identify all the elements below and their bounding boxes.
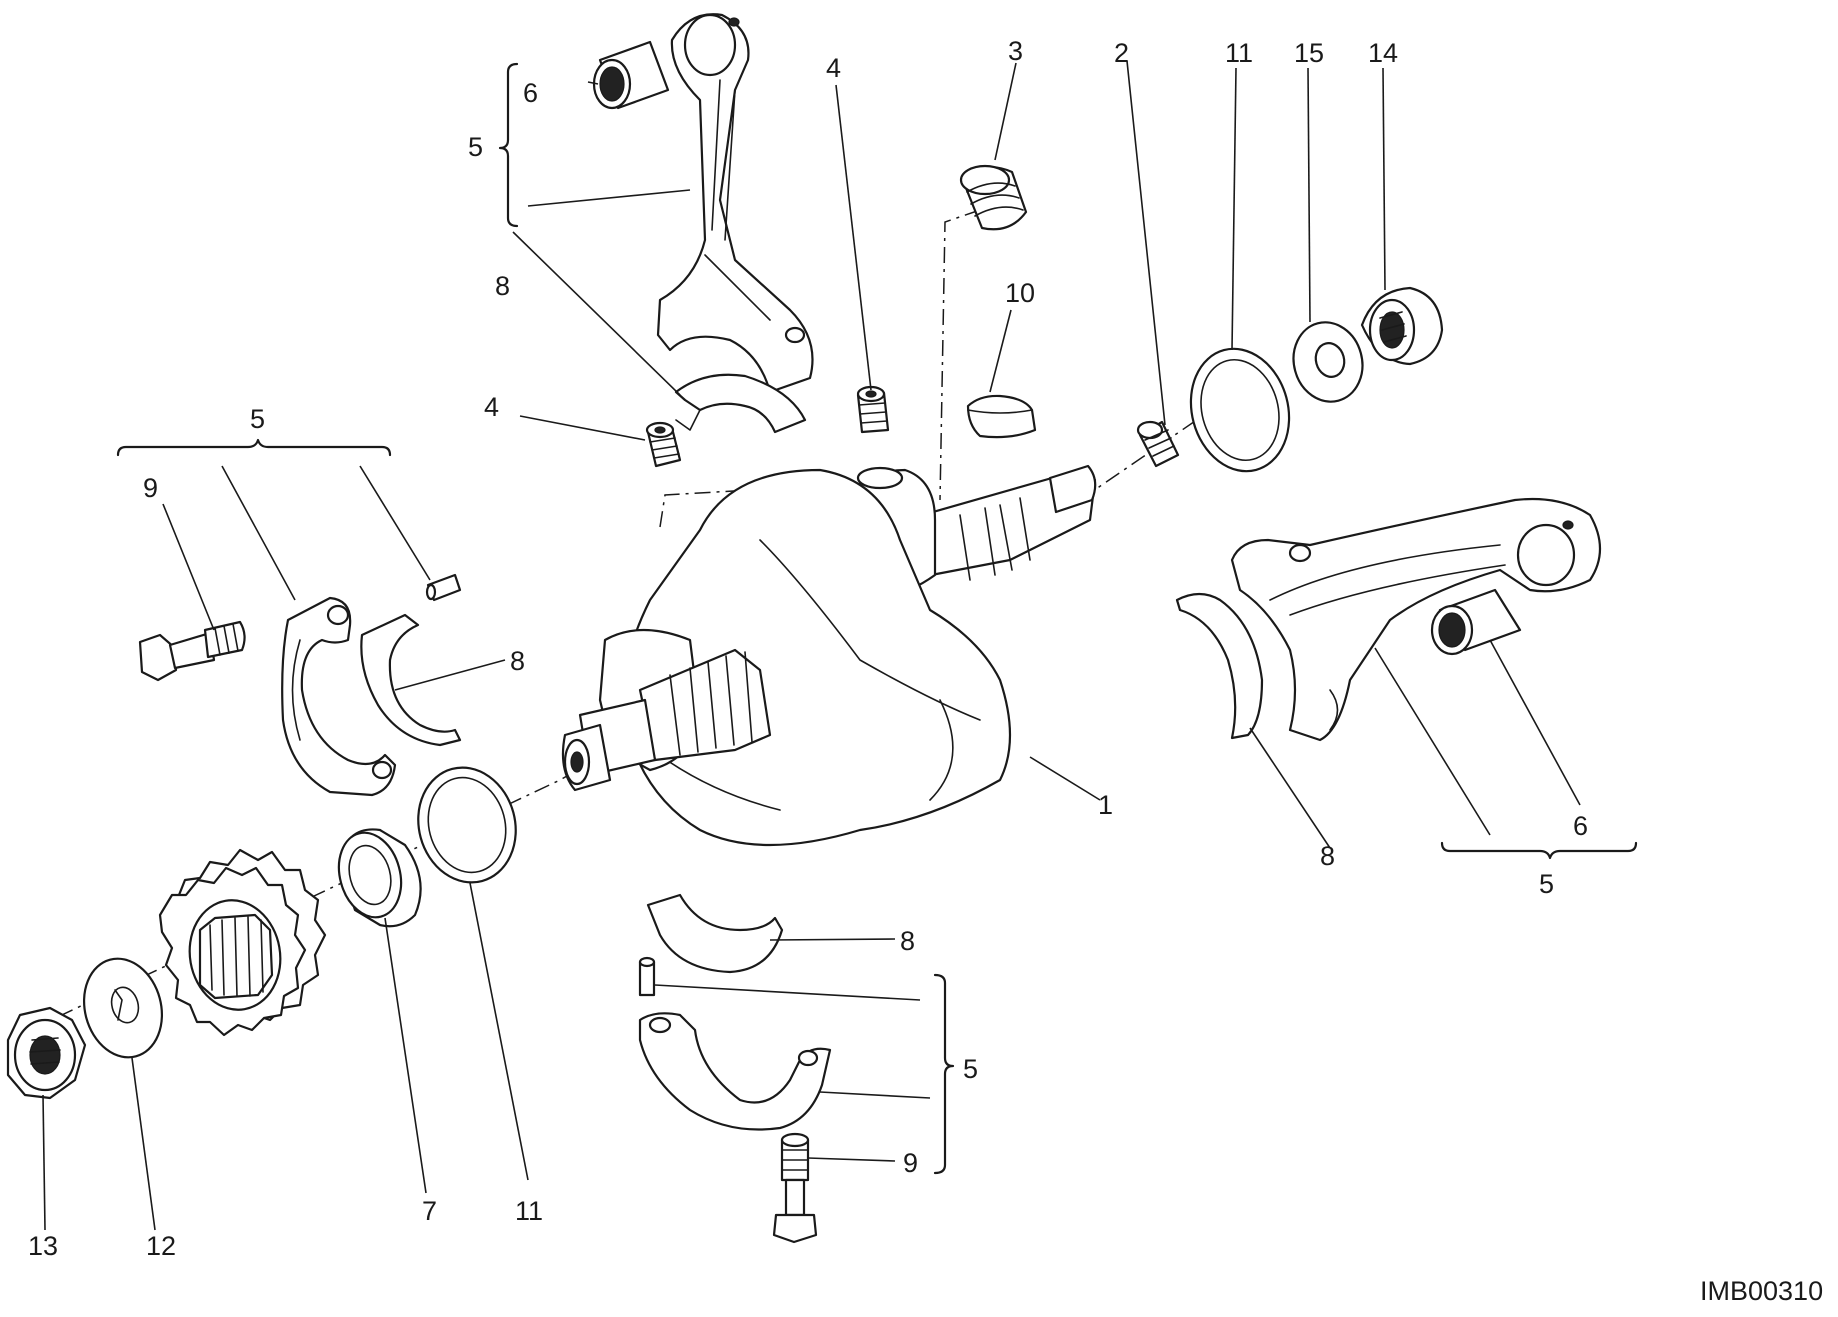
callout-2: 2 — [1114, 38, 1129, 68]
bearing-shell-top — [674, 373, 807, 434]
bearing-shell-left — [360, 613, 462, 747]
callout-8c: 8 — [1320, 841, 1335, 871]
callout-8d: 8 — [900, 926, 915, 956]
key-10 — [966, 394, 1037, 439]
callout-1: 1 — [1098, 790, 1113, 820]
callout-10: 10 — [1005, 278, 1035, 308]
bearing-shell-right — [1175, 592, 1264, 740]
drawing-code: IMB00310 — [1700, 1276, 1823, 1306]
callout-15: 15 — [1294, 38, 1324, 68]
plug-2 — [1136, 420, 1180, 468]
callout-4b: 4 — [484, 392, 499, 422]
callout-12: 12 — [146, 1231, 176, 1261]
callout-6a: 6 — [523, 78, 538, 108]
washer-11-left — [417, 766, 517, 884]
callout-labels: 1 2 3 4 4 5 5 5 5 6 6 7 8 8 8 8 9 9 10 1… — [28, 36, 1588, 1261]
bearing-shell-bottom — [646, 893, 784, 974]
callout-9a: 9 — [143, 473, 158, 503]
callout-8b: 8 — [510, 646, 525, 676]
callout-5c: 5 — [1539, 869, 1554, 899]
group-braces — [116, 62, 1638, 1175]
connecting-rod-right — [1230, 497, 1601, 742]
dowel-left — [425, 573, 462, 602]
callout-6b: 6 — [1573, 811, 1588, 841]
grub-screw-4a — [645, 421, 682, 468]
crankshaft — [561, 464, 1097, 847]
callout-3: 3 — [1008, 36, 1023, 66]
seal-7 — [337, 828, 422, 928]
plug-3 — [959, 164, 1028, 231]
callout-5d: 5 — [963, 1054, 978, 1084]
callout-11a: 11 — [1225, 38, 1253, 68]
bolt-left — [138, 620, 246, 682]
connecting-rod-top — [592, 13, 814, 394]
bolt-bottom — [772, 1132, 818, 1244]
callout-5a: 5 — [468, 132, 483, 162]
callout-5b: 5 — [250, 404, 265, 434]
leader-lines — [42, 60, 1581, 1231]
dowel-bottom — [638, 956, 656, 997]
callout-13: 13 — [28, 1231, 58, 1261]
small-end-bush-right — [1430, 588, 1522, 656]
nut-13 — [6, 1006, 87, 1100]
timing-gear — [158, 848, 327, 1037]
washer-12 — [82, 957, 164, 1059]
nut-14 — [1360, 286, 1444, 366]
rod-cap-left — [281, 596, 397, 797]
callout-11b: 11 — [515, 1196, 543, 1226]
callout-7: 7 — [422, 1196, 437, 1226]
grub-screw-4b — [856, 385, 890, 434]
washer-11-right — [1189, 347, 1291, 473]
callout-14: 14 — [1368, 38, 1398, 68]
callout-9b: 9 — [903, 1148, 918, 1178]
washer-15 — [1292, 321, 1364, 403]
rod-cap-bottom — [638, 1012, 832, 1131]
callout-8a: 8 — [495, 271, 510, 301]
callout-4a: 4 — [826, 53, 841, 83]
